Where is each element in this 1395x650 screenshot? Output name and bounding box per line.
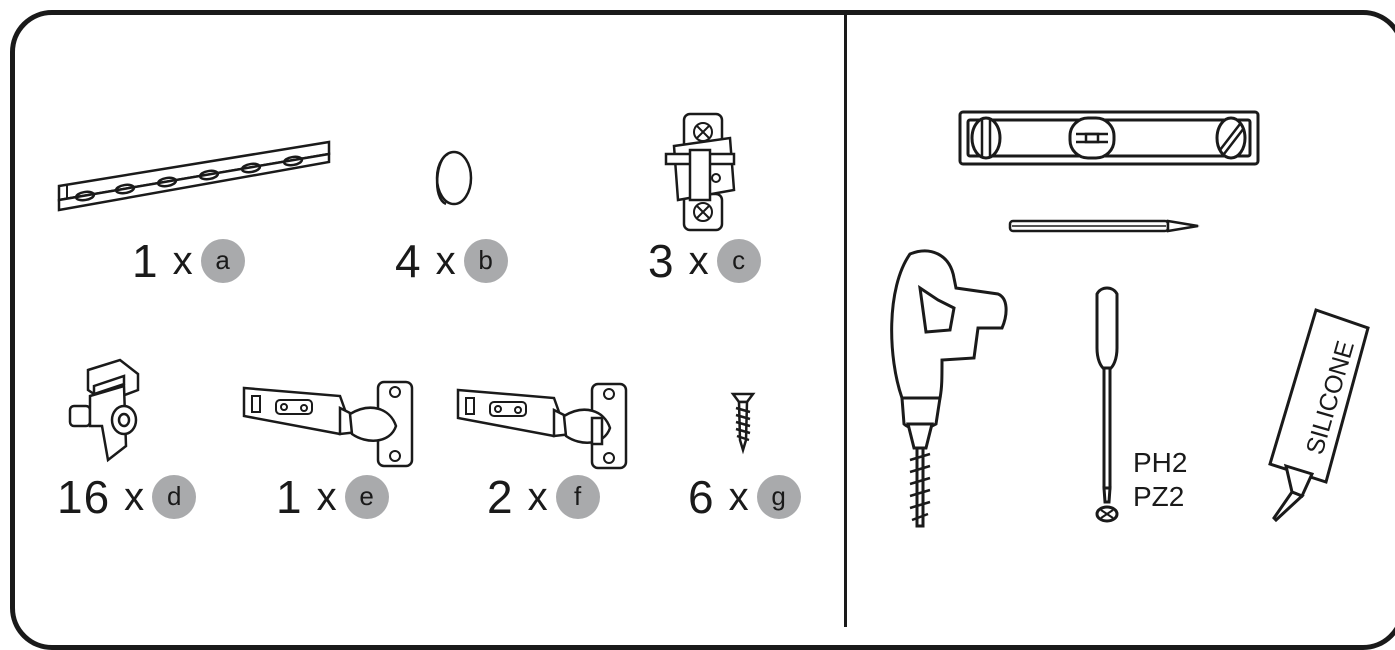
quantity-number: 3 [648, 235, 675, 287]
times-sign: x [435, 239, 456, 283]
part-letter-badge: c [716, 239, 761, 283]
part-a-quantity: 1 x a [132, 236, 245, 286]
hinge-mounting-plate-icon [664, 112, 736, 232]
quantity-number: 4 [395, 235, 422, 287]
shelf-support-icon [68, 358, 140, 463]
part-letter-badge: d [152, 475, 197, 519]
cover-cap-icon [435, 150, 473, 206]
part-e-quantity: 1 x e [276, 472, 389, 522]
bit-label-pz2: PZ2 [1133, 481, 1185, 512]
part-letter-badge: f [555, 475, 600, 519]
concealed-hinge-with-damper-icon [456, 382, 628, 470]
times-sign: x [688, 239, 709, 283]
quantity-number: 1 [276, 471, 303, 523]
mounting-rail-icon [57, 140, 331, 212]
part-letter-badge: b [463, 239, 508, 283]
wood-screw-icon [730, 392, 756, 455]
pencil-icon [1008, 219, 1200, 233]
times-sign: x [728, 475, 749, 519]
quantity-number: 2 [487, 471, 514, 523]
part-letter-badge: g [756, 475, 801, 519]
bit-label-ph2: PH2 [1133, 447, 1188, 478]
concealed-hinge-icon [242, 380, 414, 468]
part-letter-badge: e [344, 475, 389, 519]
screwdriver-icon [1095, 286, 1119, 523]
spirit-level-icon [958, 110, 1260, 166]
quantity-number: 16 [57, 471, 111, 523]
part-letter-badge: a [200, 239, 245, 283]
times-sign: x [124, 475, 145, 519]
part-f-quantity: 2 x f [487, 472, 600, 522]
part-d-quantity: 16 x d [57, 471, 197, 523]
power-drill-icon [890, 249, 1008, 528]
outer-frame [10, 10, 1395, 650]
part-b-quantity: 4 x b [395, 236, 508, 286]
part-c-quantity: 3 x c [648, 236, 761, 286]
times-sign: x [316, 475, 337, 519]
part-g-quantity: 6 x g [688, 472, 801, 522]
quantity-number: 1 [132, 235, 159, 287]
times-sign: x [527, 475, 548, 519]
silicone-tube-icon: SILICONE [1268, 308, 1370, 523]
panel-divider [844, 12, 847, 627]
times-sign: x [172, 239, 193, 283]
quantity-number: 6 [688, 471, 715, 523]
